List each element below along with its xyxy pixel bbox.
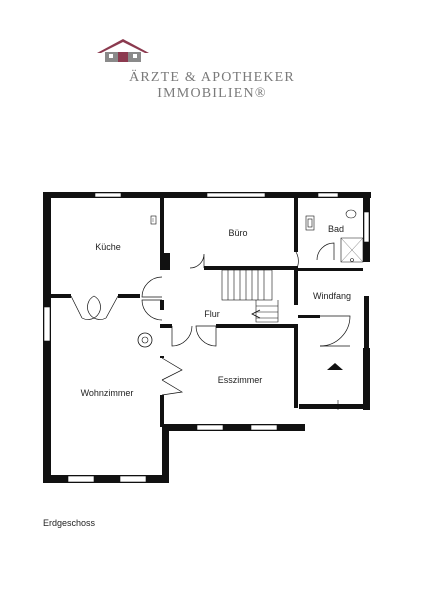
room-label-buero: Büro: [228, 228, 248, 238]
doors: [70, 242, 351, 396]
house-logo-icon: [97, 39, 149, 62]
room-label-windfang: Windfang: [312, 291, 352, 301]
room-label-esszimmer: Esszimmer: [217, 375, 263, 385]
fixtures: [137, 209, 364, 348]
company-logo: [97, 39, 149, 62]
exterior-walls: [43, 192, 371, 483]
brand-name-line2: IMMOBILIEN®: [157, 86, 267, 101]
windows: [43, 192, 370, 483]
room-label-flur: Flur: [204, 309, 220, 319]
floor-caption: Erdgeschoss: [43, 518, 96, 528]
brand-name-line1: ÄRZTE & APOTHEKER: [129, 70, 295, 85]
room-label-wohnzimmer: Wohnzimmer: [80, 388, 134, 398]
staircase: [221, 269, 279, 323]
entrance-arrow-icon: [327, 363, 343, 410]
interior-walls: [51, 195, 363, 427]
room-label-kueche: Küche: [95, 242, 121, 252]
room-label-bad: Bad: [327, 224, 345, 234]
